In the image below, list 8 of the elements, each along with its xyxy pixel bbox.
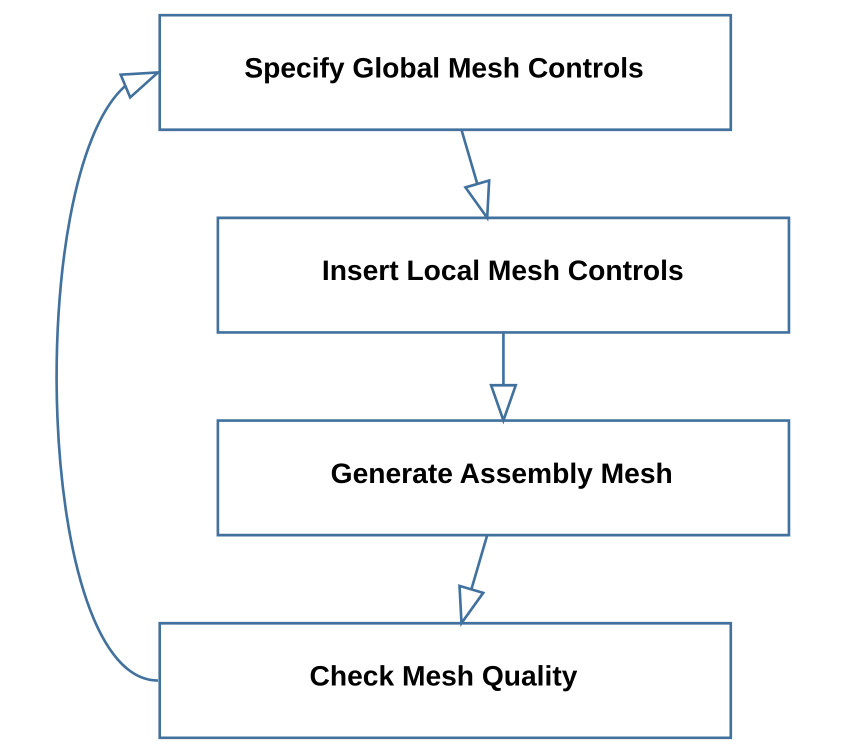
arrow: [489, 332, 518, 424]
node-box: Check Mesh Quality: [158, 622, 732, 740]
arrow: [56, 70, 162, 682]
node-box: Specify Global Mesh Controls: [158, 14, 732, 132]
node-box: Generate Assembly Mesh: [216, 419, 790, 536]
arrow: [458, 535, 488, 628]
node-box: Insert Local Mesh Controls: [216, 216, 790, 334]
arrow: [460, 130, 491, 222]
